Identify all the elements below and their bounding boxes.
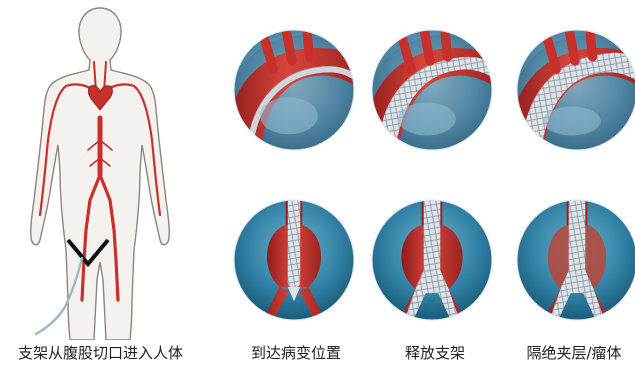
caption-step-4: 隔绝夹层/瘤体 [515, 342, 633, 363]
aneurysm-circle-1 [232, 198, 356, 322]
aneurysm-circle-3 [515, 198, 635, 322]
arch-circle-1 [232, 28, 356, 152]
catheter-sheath [288, 198, 300, 287]
arch-circle-2 [370, 28, 494, 152]
caption-step-2: 到达病变位置 [236, 342, 356, 363]
caption-step-3: 释放支架 [380, 342, 490, 363]
caption-step-1: 支架从腹股切口进入人体 [8, 342, 193, 363]
aneurysm-circle-2 [370, 198, 494, 322]
body-illustration [0, 0, 200, 340]
arch-circle-3 [515, 28, 635, 152]
